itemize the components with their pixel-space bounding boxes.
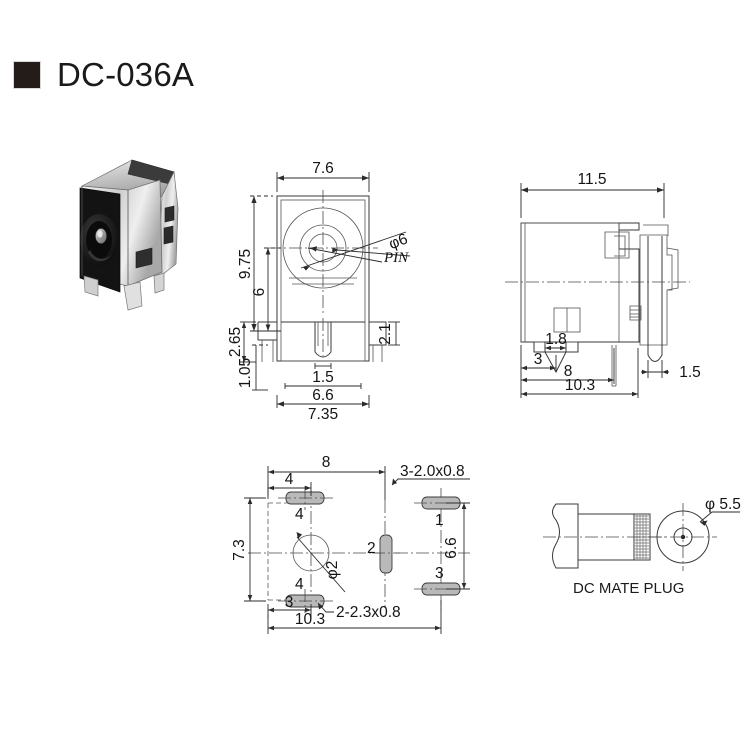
center-hole: [292, 534, 330, 572]
pad-label-top-right: 1: [435, 512, 444, 529]
pcb-callout-pads-3: 3-2.0x0.8: [400, 463, 465, 480]
side-view: 11.5 1.8 3 8 10.3 1.5: [505, 171, 701, 398]
pad-label-bottom-right: 3: [435, 565, 444, 582]
pad-center: [379, 534, 393, 574]
front-dim-height-overall: 9.75: [237, 249, 254, 279]
side-dim-first-lead: 3: [534, 351, 543, 368]
front-view: 7.6 9.75 6 2.65 1.05 2.1 1.5: [227, 160, 410, 423]
pcb-callout-pads-2: 2-2.3x0.8: [336, 604, 401, 621]
pcb-dim-bottom-span: 10.3: [295, 611, 325, 628]
pcb-callout-hole-dia: φ2: [324, 561, 341, 580]
pcb-dim-left-bottom-offset: 3: [285, 594, 294, 611]
side-dim-notch-width: 1.8: [545, 331, 567, 348]
front-dim-pin-width: 1.5: [312, 369, 334, 386]
pad-label-center: 2: [367, 540, 376, 557]
front-dim-height-inner: 6: [251, 288, 268, 297]
front-callout-barrel-dia: φ6: [387, 231, 411, 254]
page-title: DC-036A: [14, 56, 194, 94]
front-dim-width: 7.6: [312, 160, 334, 177]
pcb-layout-view: φ2 8 4 7.3 6.6 3: [231, 454, 470, 634]
front-dim-right-tab: 2.1: [377, 323, 394, 345]
pad-label-top-left: 4: [295, 506, 304, 523]
mate-plug-dim-dia: φ 5.5: [705, 496, 741, 513]
pad-label-bottom-left: 4: [295, 576, 304, 593]
side-dim-second-lead: 8: [564, 363, 573, 380]
dc-jack-product-photo: [58, 156, 184, 314]
dc-mate-plug-view: φ 5.5: [543, 496, 741, 571]
side-dim-rear-lead: 1.5: [679, 364, 701, 381]
side-dim-overall-length: 11.5: [577, 171, 606, 188]
filled-square-bullet-icon: [14, 62, 40, 88]
pcb-dim-top-span: 8: [322, 454, 331, 471]
front-dim-tab-height: 2.65: [227, 327, 244, 357]
side-dim-body-length: 10.3: [565, 377, 595, 394]
pcb-dim-pad-offset-left: 4: [285, 471, 294, 488]
pcb-dim-right-span: 6.6: [443, 537, 460, 559]
front-dim-inner-width: 6.6: [312, 387, 334, 404]
part-number-label: DC-036A: [57, 56, 195, 93]
front-callout-pin: PIN: [383, 250, 409, 266]
dc-mate-plug-caption: DC MATE PLUG: [573, 580, 685, 597]
front-dim-outer-width: 7.35: [308, 406, 338, 423]
pcb-dim-height-span: 7.3: [231, 539, 248, 561]
front-dim-lead-height: 1.05: [237, 358, 254, 388]
